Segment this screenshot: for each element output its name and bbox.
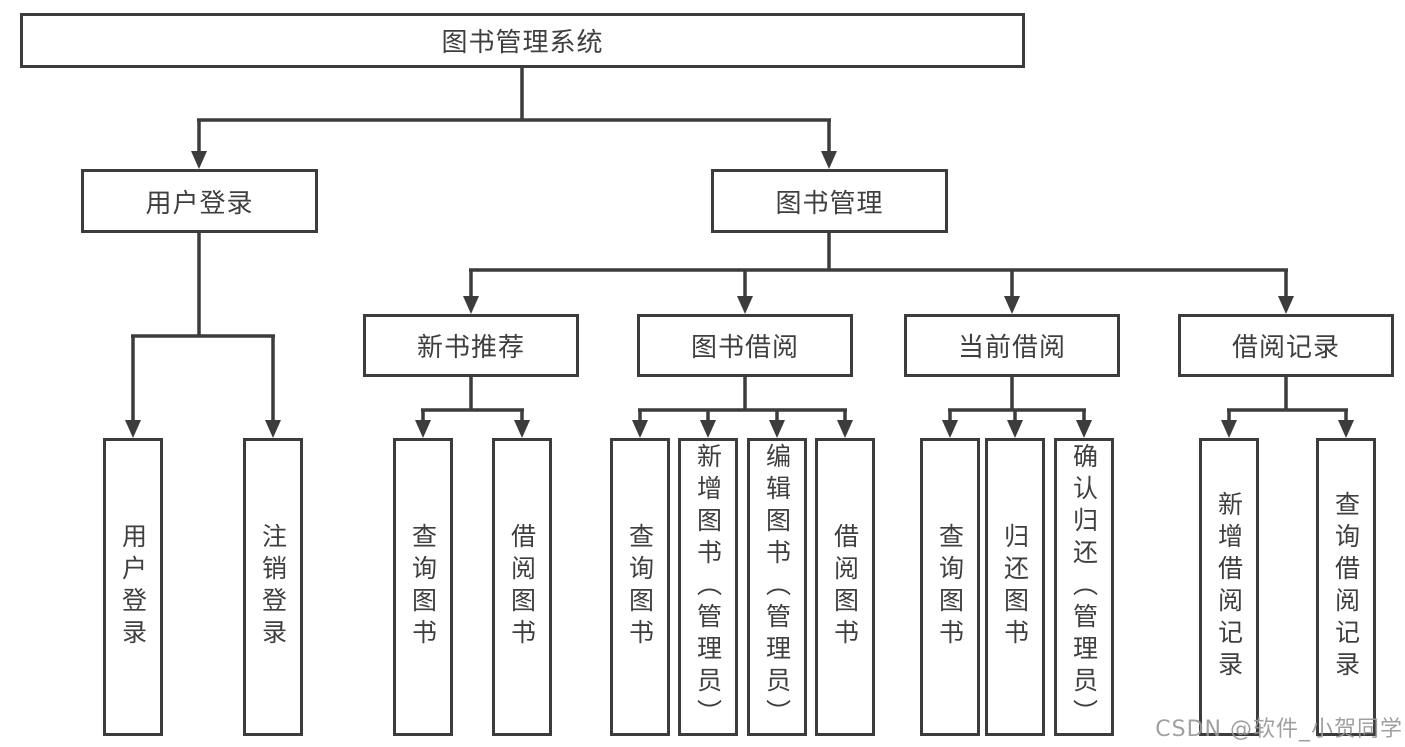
node-label: 当前借阅 xyxy=(957,333,1066,363)
connector-line xyxy=(197,66,831,153)
node-label: 编辑图书（管理员） xyxy=(762,443,792,731)
node-label: 查询图书 xyxy=(935,523,965,651)
arrowhead-down-icon xyxy=(700,420,716,438)
arrowhead-down-icon xyxy=(1221,420,1237,438)
connector-line xyxy=(638,376,847,422)
arrowhead-down-icon xyxy=(1004,296,1020,314)
node-label: 新书推荐 xyxy=(416,333,525,363)
node-root-system: 图书管理系统 xyxy=(20,13,1025,68)
arrowhead-down-icon xyxy=(514,420,530,438)
arrowhead-down-icon xyxy=(1007,420,1023,438)
connector-borrow-record-children xyxy=(1221,376,1354,438)
node-bb-edit-book-admin: 编辑图书（管理员） xyxy=(747,438,807,736)
node-cb-query-book: 查询图书 xyxy=(920,438,980,736)
connector-line xyxy=(131,233,275,422)
node-new-book-recommend: 新书推荐 xyxy=(363,314,579,377)
arrowhead-down-icon xyxy=(125,420,141,438)
connector-root-to-level1 xyxy=(191,66,837,169)
arrowhead-down-icon xyxy=(463,296,479,314)
node-label: 借阅图书 xyxy=(507,523,537,651)
node-label: 图书管理 xyxy=(775,188,884,219)
connector-line xyxy=(421,376,524,422)
node-bb-borrow-book: 借阅图书 xyxy=(815,438,875,736)
node-nb-borrow-book: 借阅图书 xyxy=(492,438,552,736)
node-label: 用户登录 xyxy=(145,188,254,219)
node-cb-confirm-return-admin: 确认归还（管理员） xyxy=(1054,438,1114,736)
node-label: 图书借阅 xyxy=(690,333,799,363)
connector-line xyxy=(469,233,1288,298)
node-label: 注销登录 xyxy=(258,523,288,651)
node-label: 查询借阅记录 xyxy=(1331,491,1361,683)
node-bb-add-book-admin: 新增图书（管理员） xyxy=(678,438,738,736)
arrowhead-down-icon xyxy=(191,151,207,169)
connector-user-login-children xyxy=(125,233,281,438)
arrowhead-down-icon xyxy=(632,420,648,438)
arrowhead-down-icon xyxy=(1338,420,1354,438)
connector-line xyxy=(948,376,1086,422)
arrowhead-down-icon xyxy=(942,420,958,438)
node-cb-return-book: 归还图书 xyxy=(985,438,1045,736)
arrowhead-down-icon xyxy=(265,420,281,438)
node-user-login-action: 用户登录 xyxy=(103,438,163,736)
node-bb-query-book: 查询图书 xyxy=(610,438,670,736)
connector-current-borrow-children xyxy=(942,376,1092,438)
connector-new-book-children xyxy=(415,376,530,438)
node-label: 用户登录 xyxy=(118,523,148,651)
node-label: 查询图书 xyxy=(408,523,438,651)
arrowhead-down-icon xyxy=(1278,296,1294,314)
arrowhead-down-icon xyxy=(1076,420,1092,438)
csdn-watermark: CSDN @软件_小贺同学 xyxy=(1155,717,1403,742)
arrowhead-down-icon xyxy=(737,296,753,314)
node-current-borrow: 当前借阅 xyxy=(904,314,1120,377)
node-book-management: 图书管理 xyxy=(711,169,948,233)
node-nb-query-book: 查询图书 xyxy=(393,438,453,736)
connector-book-borrow-children xyxy=(632,376,853,438)
node-logout-action: 注销登录 xyxy=(243,438,303,736)
arrowhead-down-icon xyxy=(769,420,785,438)
node-label: 借阅记录 xyxy=(1231,333,1340,363)
connector-line xyxy=(1227,376,1348,422)
node-label: 借阅图书 xyxy=(830,523,860,651)
node-user-login: 用户登录 xyxy=(81,169,318,233)
connector-book-mgmt-to-modules xyxy=(463,233,1294,314)
node-label: 新增图书（管理员） xyxy=(693,443,723,731)
node-label: 图书管理系统 xyxy=(441,28,604,58)
arrowhead-down-icon xyxy=(821,151,837,169)
arrowhead-down-icon xyxy=(415,420,431,438)
node-borrow-record: 借阅记录 xyxy=(1178,314,1394,377)
arrowhead-down-icon xyxy=(837,420,853,438)
node-br-query-record: 查询借阅记录 xyxy=(1316,438,1376,736)
node-label: 查询图书 xyxy=(625,523,655,651)
node-br-add-record: 新增借阅记录 xyxy=(1199,438,1259,736)
node-book-borrow: 图书借阅 xyxy=(637,314,853,377)
node-label: 归还图书 xyxy=(1000,523,1030,651)
node-label: 新增借阅记录 xyxy=(1214,491,1244,683)
node-label: 确认归还（管理员） xyxy=(1069,443,1099,731)
